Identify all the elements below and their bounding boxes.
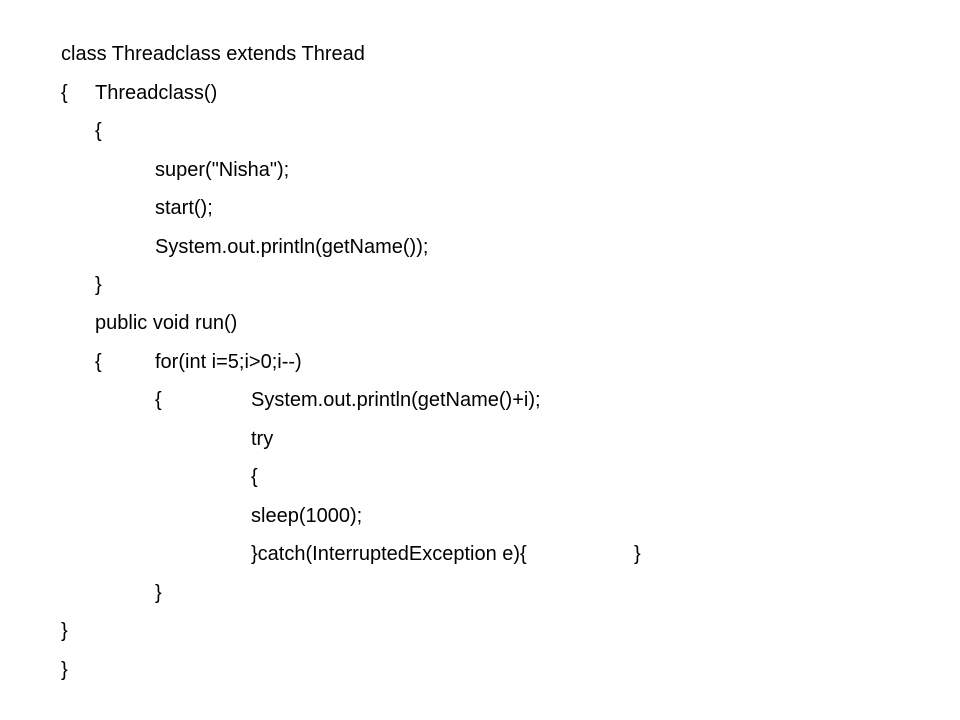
constructor-close-brace: }: [95, 274, 102, 296]
try-line: try: [251, 428, 274, 450]
run-close-brace: }: [61, 620, 68, 642]
println-getname-line: System.out.println(getName());: [155, 236, 429, 258]
class-declaration-line: class Threadclass extends Thread: [61, 43, 365, 65]
println-loop-line: System.out.println(getName()+i);: [251, 389, 541, 411]
for-loop-line: for(int i=5;i>0;i--): [155, 351, 302, 373]
class-open-brace: {: [61, 82, 68, 104]
super-call-line: super("Nisha");: [155, 159, 290, 181]
run-method-signature-line: public void run(): [95, 312, 238, 334]
constructor-signature-line: Threadclass(): [95, 82, 218, 104]
start-call-line: start();: [155, 197, 213, 219]
run-open-brace: {: [95, 351, 102, 373]
try-open-brace: {: [251, 466, 258, 488]
for-open-brace: {: [155, 389, 162, 411]
for-close-brace: }: [155, 582, 162, 604]
sleep-call-line: sleep(1000);: [251, 505, 363, 527]
catch-line: }catch(InterruptedException e){: [251, 543, 527, 565]
constructor-open-brace: {: [95, 120, 102, 142]
class-close-brace: }: [61, 659, 68, 681]
catch-close-brace: }: [634, 543, 641, 565]
